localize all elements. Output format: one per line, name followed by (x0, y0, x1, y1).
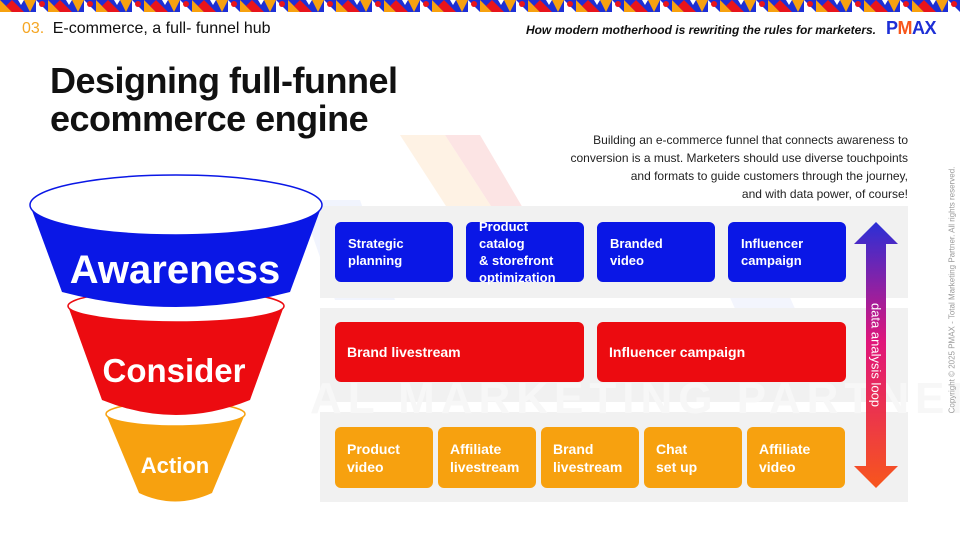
funnel-action-stage (105, 401, 246, 502)
logo-flame-letter: M (897, 18, 913, 38)
funnel-awareness-stage (29, 174, 323, 307)
title-line-1: Designing full-funnel (50, 60, 398, 101)
description: Building an e-commerce funnel that conne… (548, 131, 909, 203)
action-card-affiliate-livestream: Affiliate livestream (438, 427, 536, 488)
tagline: How modern motherhood is rewriting the r… (525, 23, 876, 37)
action-card-affiliate-video: Affiliate video (747, 427, 845, 488)
funnel-label-awareness: Awareness (69, 248, 281, 292)
data-analysis-loop-label: data analysis loop (868, 302, 884, 408)
pmax-logo: PMAX (886, 18, 937, 38)
title-line-2: ecommerce engine (50, 98, 369, 139)
section-number: 03. (22, 20, 45, 37)
consider-card-brand-livestream: Brand livestream (335, 322, 584, 382)
description-line: conversion is a must. Marketers should u… (570, 151, 909, 165)
copyright-notice: Copyright © 2025 PMAX - Total Marketing … (947, 166, 957, 414)
action-card-product-video: Product video (335, 427, 433, 488)
awareness-card-strategic-planning: Strategic planning (335, 222, 453, 282)
section-header: 03. E-commerce, a full- funnel hub (22, 20, 271, 38)
description-line: and formats to guide customers through t… (630, 169, 908, 183)
consider-card-influencer-campaign: Influencer campaign (597, 322, 846, 382)
watermark-text: AL MARKETING PARTNER (310, 374, 960, 423)
funnel-label-action: Action (140, 453, 210, 478)
funnel-label-consider: Consider (102, 352, 246, 389)
funnel-graphic (29, 174, 323, 502)
data-analysis-loop-arrow (854, 222, 898, 488)
awareness-card-branded-video: Branded video (597, 222, 715, 282)
action-card-brand-livestream: Brand livestream (541, 427, 639, 488)
page-title: Designing full-funnel ecommerce engine (50, 62, 480, 138)
awareness-card-product-catalog: Product catalog & storefront optimizatio… (466, 219, 584, 285)
top-decorative-stripe (0, 0, 960, 12)
section-title: E-commerce, a full- funnel hub (52, 20, 271, 37)
description-line: Building an e-commerce funnel that conne… (593, 133, 908, 147)
action-card-chat-set-up: Chat set up (644, 427, 742, 488)
description-line: and with data power, of course! (741, 187, 908, 201)
awareness-card-influencer-campaign: Influencer campaign (728, 222, 846, 282)
